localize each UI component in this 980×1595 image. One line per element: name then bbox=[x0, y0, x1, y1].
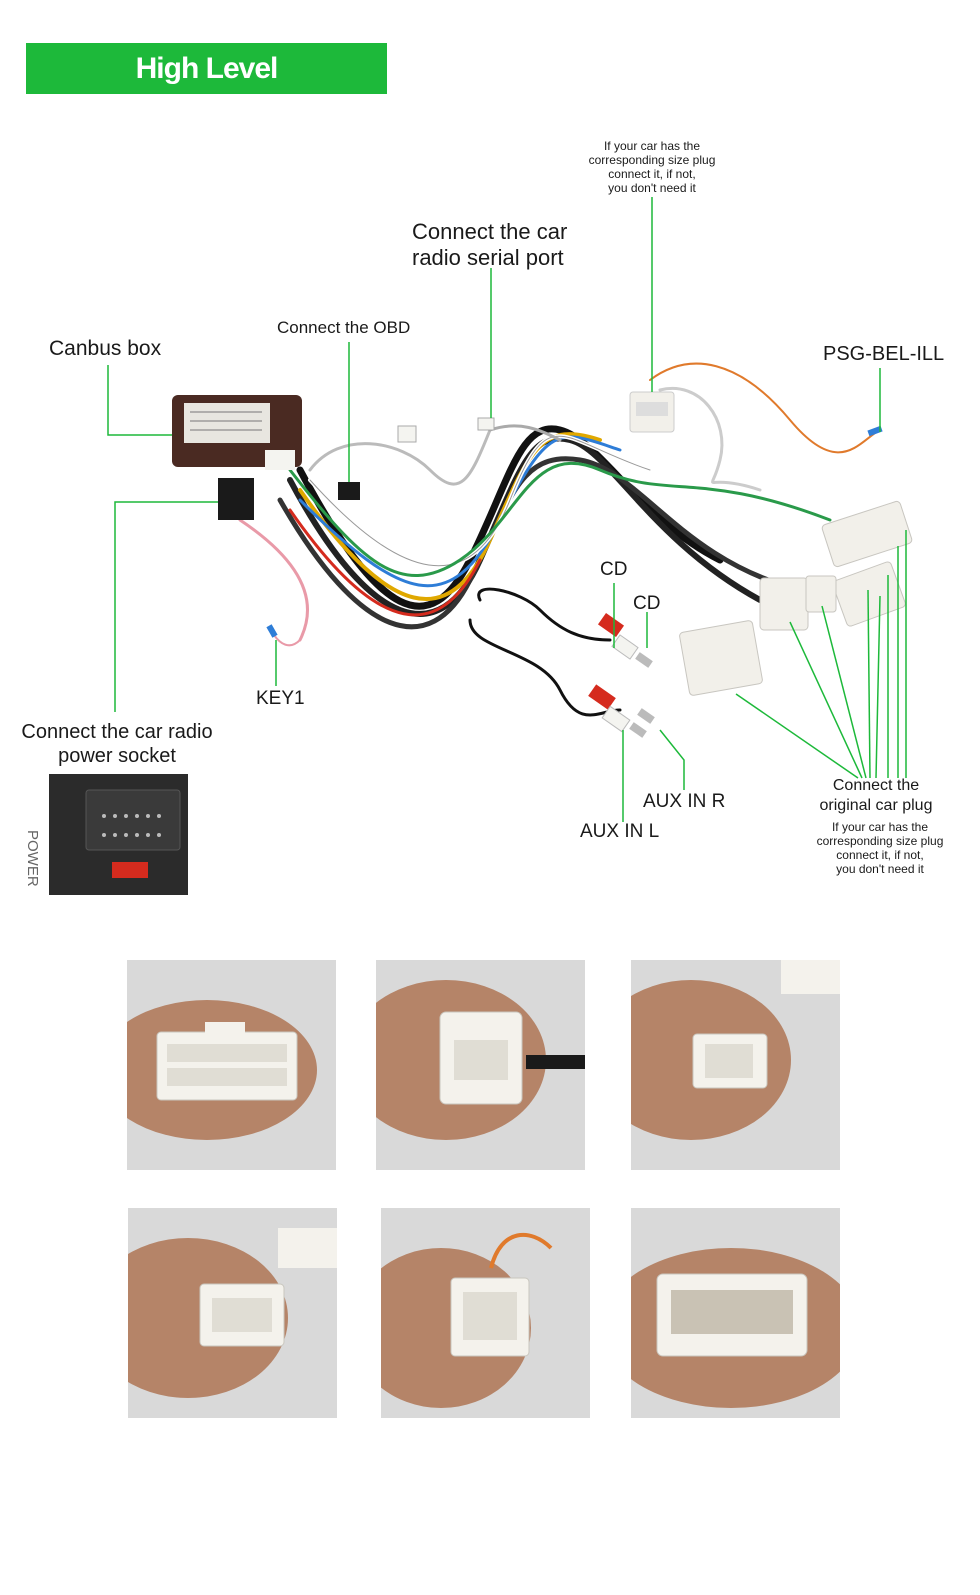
original-car-plugs bbox=[679, 500, 913, 696]
key1-wire-tip bbox=[266, 624, 278, 638]
original-plug-line-2: original car plug bbox=[819, 797, 933, 814]
bottom-note: If your car has the corresponding size p… bbox=[806, 820, 954, 876]
bottom-note-line-2: corresponding size plug bbox=[816, 834, 944, 848]
connector-photo-5 bbox=[381, 1208, 590, 1418]
rca-plugs bbox=[588, 612, 655, 738]
banner-title: High Level bbox=[135, 51, 279, 85]
psg-wire-tip bbox=[867, 425, 883, 437]
connector-photo-1 bbox=[127, 960, 336, 1170]
aux-r-label: AUX IN R bbox=[643, 791, 726, 812]
wire-bundle bbox=[238, 362, 881, 717]
bottom-note-line-1: If your car has the bbox=[831, 820, 929, 834]
cd-label-2: CD bbox=[633, 593, 661, 614]
canbus-box-device bbox=[172, 395, 302, 520]
leader-lines bbox=[107, 197, 907, 822]
bottom-note-line-4: you don't need it bbox=[836, 862, 924, 876]
connector-photo-6 bbox=[631, 1208, 840, 1418]
top-note-line-2: corresponding size plug bbox=[588, 153, 716, 167]
serial-port-plug bbox=[477, 417, 495, 431]
power-socket-line-1: Connect the car radio bbox=[21, 721, 213, 743]
serial-port-line-1: Connect the car bbox=[412, 219, 568, 244]
top-note-line-4: you don't need it bbox=[608, 181, 696, 195]
canbus-label: Canbus box bbox=[49, 337, 162, 360]
power-plate-text: POWER bbox=[24, 830, 41, 887]
cd-label-1: CD bbox=[600, 559, 628, 580]
power-socket-line-2: power socket bbox=[58, 745, 176, 767]
original-plug-label: Connect the original car plug bbox=[806, 776, 946, 816]
key1-label: KEY1 bbox=[256, 688, 305, 709]
obd-label: Connect the OBD bbox=[277, 318, 411, 337]
power-socket-label: Connect the car radio power socket bbox=[16, 720, 218, 768]
wiring-diagram: POWER bbox=[24, 197, 913, 895]
psg-label: PSG-BEL-ILL bbox=[823, 343, 945, 365]
aux-l-label: AUX IN L bbox=[580, 821, 660, 842]
connector-photo-2 bbox=[376, 960, 585, 1170]
top-note: If your car has the corresponding size p… bbox=[570, 139, 734, 195]
top-note-line-3: connect it, if not, bbox=[608, 167, 696, 181]
serial-plug-2 bbox=[397, 425, 417, 443]
original-plug-line-1: Connect the bbox=[832, 777, 920, 794]
bottom-note-line-3: connect it, if not, bbox=[836, 848, 924, 862]
header-banner: High Level bbox=[26, 43, 387, 94]
serial-port-label: Connect the car radio serial port bbox=[412, 219, 567, 271]
power-socket-image: POWER bbox=[24, 774, 188, 895]
connector-photo-3 bbox=[631, 960, 840, 1170]
top-note-line-1: If your car has the bbox=[603, 139, 701, 153]
connector-photo-4 bbox=[128, 1208, 337, 1418]
serial-port-line-2: radio serial port bbox=[412, 245, 564, 270]
obd-connector bbox=[338, 482, 360, 500]
